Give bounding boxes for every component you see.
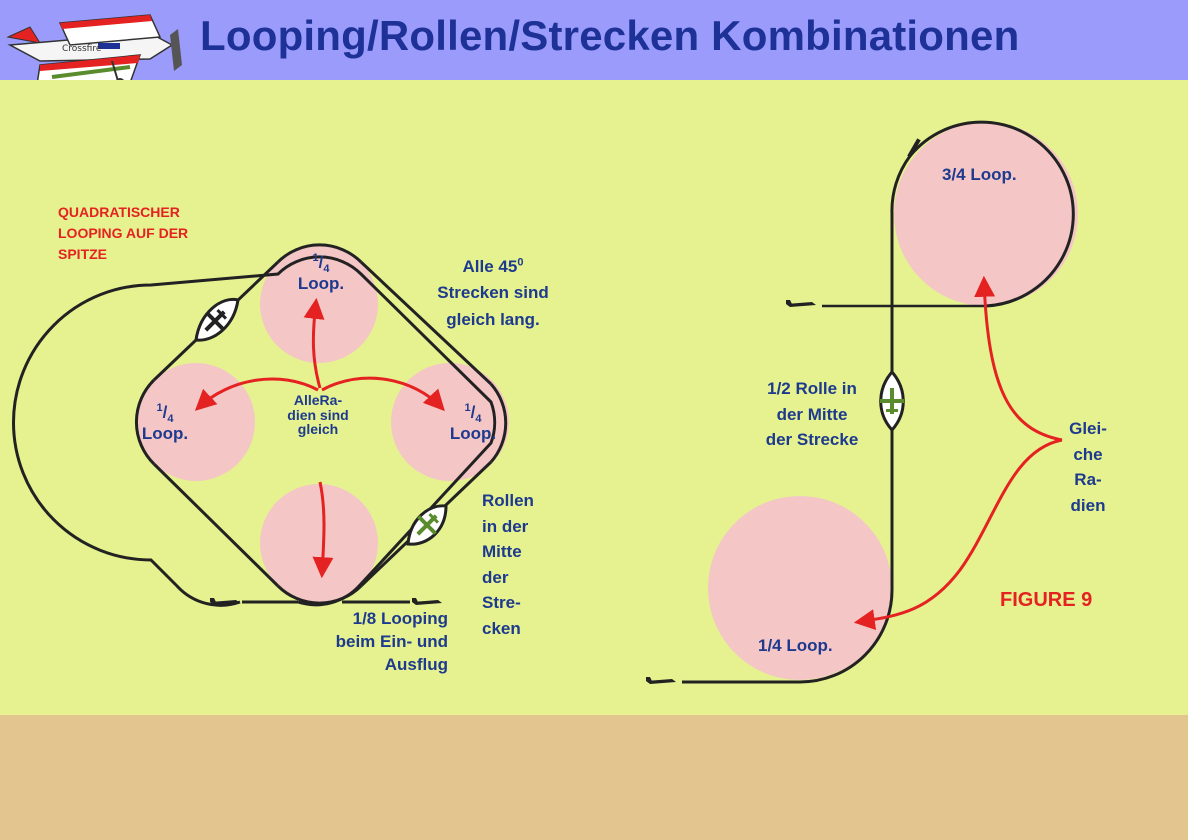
plane-top-view-icon bbox=[416, 512, 440, 536]
arrow-to-right bbox=[321, 376, 445, 412]
arrow-to-left bbox=[194, 377, 319, 411]
circle-three-quarter bbox=[894, 122, 1078, 306]
plane-side-icon bbox=[210, 598, 240, 605]
arrow-to-three-quarter bbox=[974, 275, 1063, 442]
three-quarter-loop-path bbox=[908, 120, 1075, 308]
roll-bulge-upper-left bbox=[194, 297, 240, 342]
square-corner-right bbox=[489, 383, 508, 463]
plane-top-view-icon bbox=[880, 388, 904, 414]
square-corner-left bbox=[135, 378, 156, 466]
aerobatic-plane-logo-icon: Crossfire bbox=[6, 14, 182, 93]
square-loop-path bbox=[12, 255, 497, 607]
diagram-area: QUADRATISCHER LOOPING AUF DER SPITZE 1/4… bbox=[0, 80, 1188, 715]
three-quarter-loop-label: 3/4 Loop. bbox=[942, 165, 1017, 184]
equal-radii-label: Glei- che Ra- dien bbox=[1069, 419, 1107, 515]
header-bar: Crossfire Looping/Rollen/Strecken Kombin… bbox=[0, 0, 1188, 93]
arrow-to-top bbox=[303, 297, 325, 389]
eighth-looping-label: 1/8 Looping beim Ein- und Ausflug bbox=[335, 609, 448, 674]
half-roll-label: 1/2 Rolle in der Mitte der Strecke bbox=[765, 379, 859, 449]
rolls-middle-label: Rollen in der Mitte der Stre- cken bbox=[482, 491, 534, 638]
all-45-label: Alle 450 Strecken sind gleich lang. bbox=[437, 256, 549, 329]
circle-bottom bbox=[260, 484, 378, 602]
square-side-lower-left bbox=[152, 462, 280, 588]
circle-quarter bbox=[708, 496, 892, 680]
diagram-canvas bbox=[12, 120, 1078, 684]
square-corner-top bbox=[276, 243, 363, 264]
square-loop-caption: QUADRATISCHER LOOPING AUF DER SPITZE bbox=[58, 204, 189, 262]
quarter-loop-top-label: 1/4 Loop. bbox=[297, 252, 345, 294]
plane-side-icon bbox=[646, 677, 676, 684]
quarter-loop-left-label: 1/4 Loop. bbox=[141, 402, 189, 444]
square-side-upper-right bbox=[359, 260, 493, 386]
roll-bulge-vertical bbox=[879, 369, 905, 433]
circle-left bbox=[137, 363, 255, 481]
arrow-to-bottom bbox=[312, 481, 334, 579]
plane-top-view-icon bbox=[204, 308, 228, 332]
arrow-to-quarter bbox=[853, 438, 1063, 631]
entry-corner-path bbox=[682, 155, 912, 684]
quarter-loop-label: 1/4 Loop. bbox=[758, 636, 833, 655]
quarter-loop-right-label: 1/4 Loop. bbox=[449, 402, 497, 444]
plane-top-corner-icon bbox=[907, 138, 921, 158]
figure-label: FIGURE 9 bbox=[1000, 589, 1093, 611]
all-radii-equal-label: AlleRa- dien sind gleich bbox=[287, 392, 349, 438]
roll-bulge-lower-right bbox=[406, 504, 448, 546]
plane-side-icon bbox=[412, 598, 442, 605]
plane-side-icon bbox=[786, 300, 816, 307]
square-corner-bottom bbox=[276, 584, 363, 605]
svg-text:Crossfire: Crossfire bbox=[62, 44, 102, 54]
page-title: Looping/Rollen/Strecken Kombinationen bbox=[200, 12, 1020, 59]
